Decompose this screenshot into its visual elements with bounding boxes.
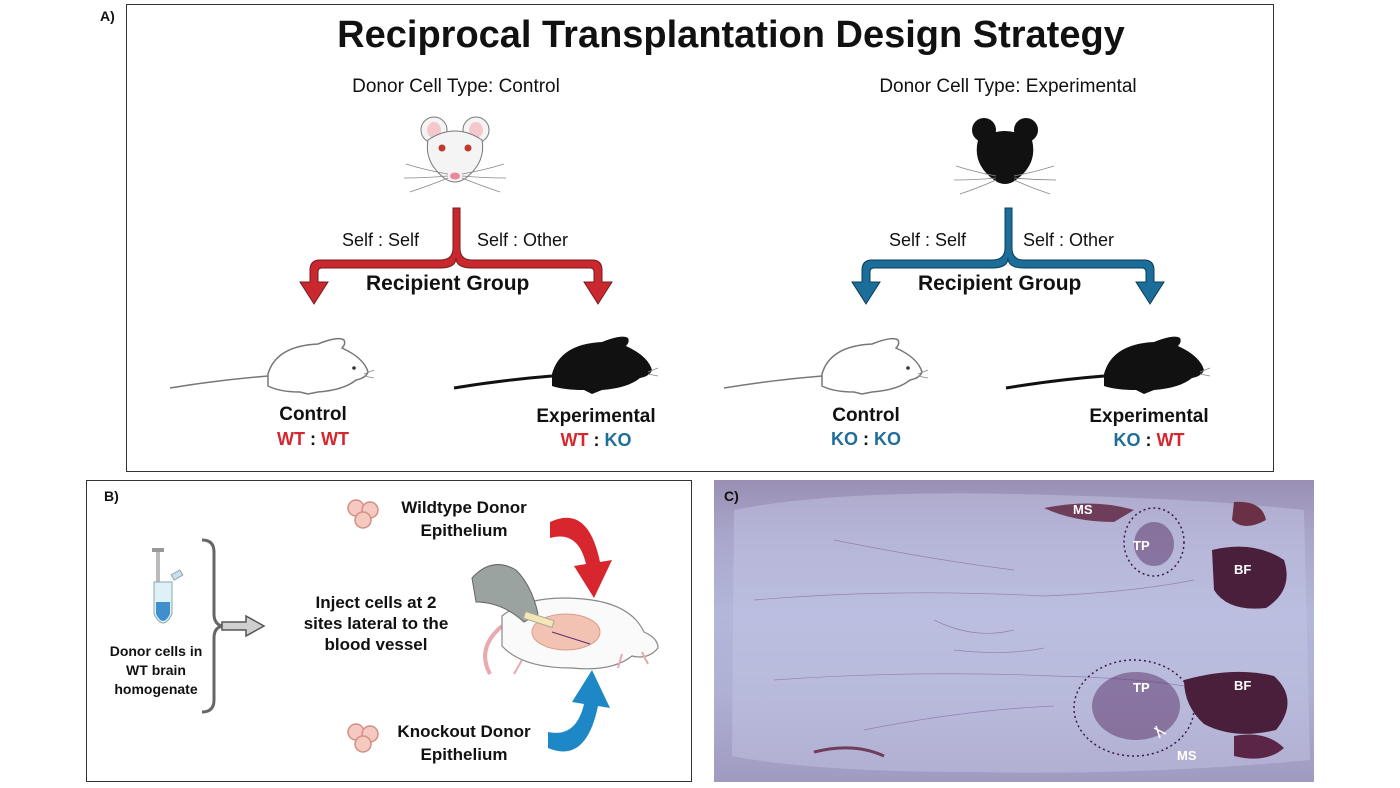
mammary-gland-image xyxy=(732,493,1310,773)
knockout-donor-text: Knockout Donor Epithelium xyxy=(397,722,531,764)
blue-curved-arrow xyxy=(548,670,610,752)
donor-label-experimental: Donor Cell Type: Experimental xyxy=(879,76,1137,97)
black-mouse-icon xyxy=(453,336,659,394)
group-name: Experimental xyxy=(1089,406,1209,427)
tp-label-bottom: TP xyxy=(1133,680,1150,695)
inject-text: Inject cells at 2 sites lateral to the b… xyxy=(303,593,449,654)
donor-cells-text: Donor cells in WT brain homogenate xyxy=(109,643,203,697)
black-mouse-head-icon xyxy=(953,118,1057,195)
bf-label-bottom: BF xyxy=(1234,678,1252,693)
panel-a-letter: A) xyxy=(100,8,115,24)
genotype-label: WT : KO xyxy=(560,430,632,450)
bf-label-top: BF xyxy=(1234,562,1252,577)
genotype-label: KO : KO xyxy=(831,429,901,449)
white-mouse-head-icon xyxy=(403,116,507,193)
ms-label-bottom: MS xyxy=(1177,748,1197,763)
panel-b-frame xyxy=(86,480,692,782)
panel-a-frame xyxy=(126,4,1274,472)
wildtype-donor-text: Wildtype Donor Epithelium xyxy=(401,498,527,540)
donor-label-control: Donor Cell Type: Control xyxy=(352,76,560,97)
panel-c-letter: C) xyxy=(724,488,739,504)
bracket-arrow xyxy=(201,538,266,714)
white-mouse-icon xyxy=(723,337,929,395)
branch-label-self-self-left: Self : Self xyxy=(342,230,420,250)
genotype-label: WT : WT xyxy=(277,429,349,449)
mouse-injection-icon xyxy=(471,564,659,675)
blue-branch-arrow xyxy=(851,207,1165,305)
recipient-group-label-left: Recipient Group xyxy=(366,272,530,295)
genotype-label: KO : WT xyxy=(1113,430,1185,450)
group-name: Experimental xyxy=(536,406,656,427)
cell-cluster-icon xyxy=(347,499,379,529)
recipient-group-label-right: Recipient Group xyxy=(918,272,1082,295)
red-branch-arrow xyxy=(299,207,613,305)
cell-cluster-icon xyxy=(347,723,379,753)
panel-b-letter: B) xyxy=(104,488,119,504)
tp-label-top: TP xyxy=(1133,538,1150,553)
group-name: Control xyxy=(832,405,900,426)
black-mouse-icon xyxy=(1005,336,1211,394)
panel-a-title: Reciprocal Transplantation Design Strate… xyxy=(337,14,1125,56)
group-name: Control xyxy=(279,404,347,425)
white-mouse-icon xyxy=(169,337,375,395)
branch-label-self-self-right: Self : Self xyxy=(889,230,967,250)
whole-mount-micrograph xyxy=(714,480,1314,782)
branch-label-self-other-right: Self : Other xyxy=(1023,230,1115,250)
red-curved-arrow xyxy=(550,517,612,598)
branch-label-self-other-left: Self : Other xyxy=(477,230,569,250)
syringe-tube-icon xyxy=(152,548,184,624)
ms-label-top: MS xyxy=(1073,502,1093,517)
